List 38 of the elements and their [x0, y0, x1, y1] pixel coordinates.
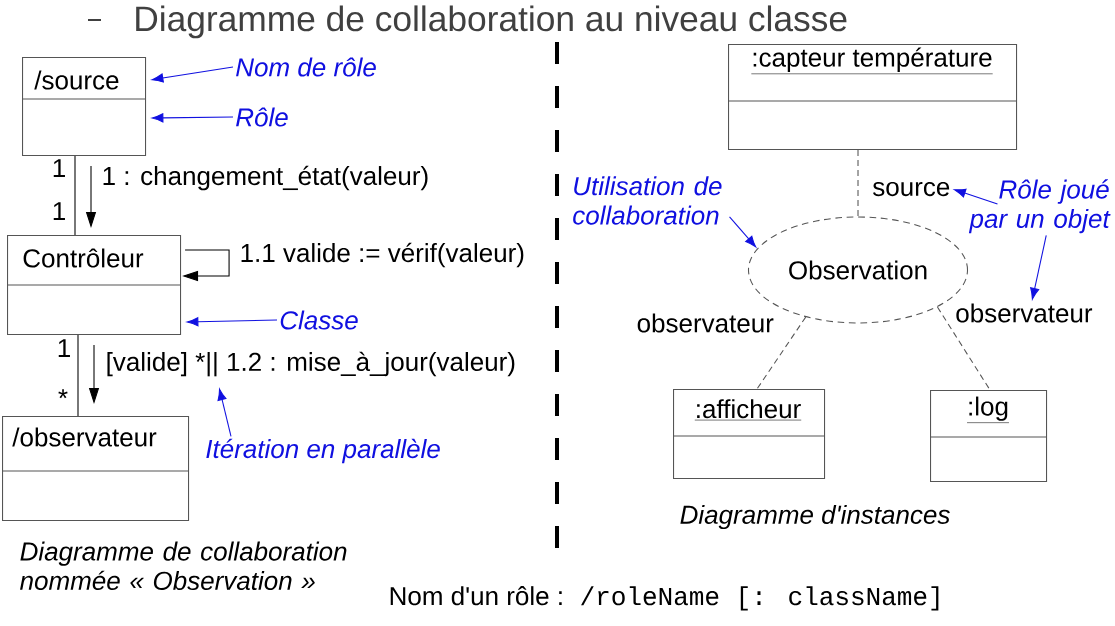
- leader-arrow: [217, 388, 232, 437]
- multiplicity: *: [58, 389, 68, 399]
- class-box: :afficheur: [672, 389, 826, 480]
- leader-arrow: [1030, 234, 1047, 300]
- note-text: Nom d'un rôle :: [390, 586, 562, 606]
- leader-arrow: [151, 66, 234, 83]
- multiplicity: 1: [53, 159, 65, 177]
- role-label: observateur: [635, 312, 776, 334]
- annotation-text: Nom de rôle: [236, 57, 376, 77]
- class-box: /source: [21, 57, 147, 157]
- leader-arrow: [954, 188, 998, 205]
- leader-arrow: [729, 216, 757, 248]
- annotation-text: Rôle: [236, 107, 288, 127]
- role-label: source: [873, 181, 950, 197]
- class-box: :log: [929, 390, 1048, 483]
- role-label: observateur: [956, 303, 1093, 323]
- annotation-text: Utilisation de collaboration: [573, 176, 722, 225]
- message-label: [valide] *|| 1.2 : mise_à_jour(valeur): [104, 350, 518, 378]
- code-text: /roleName [: className]: [581, 586, 939, 611]
- link-line: [77, 334, 79, 417]
- leader-arrow: [151, 113, 234, 123]
- class-box: Contrôleur: [6, 235, 182, 336]
- class-box: :capteur température: [727, 44, 1018, 151]
- dashed-line: [936, 306, 991, 391]
- annotation-text: Itération en parallèle: [206, 438, 440, 464]
- annotation-text: Classe: [280, 310, 358, 330]
- message-label: 1.1 valide := vérif(valeur): [238, 241, 527, 269]
- caption: Diagramme d'instances: [680, 504, 950, 530]
- annotation-text: Rôle joué par un objet: [968, 179, 1111, 234]
- class-box: /observateur: [1, 416, 190, 522]
- leader-arrow: [186, 317, 278, 327]
- dashed-line: [756, 316, 807, 390]
- dashed-line: [857, 149, 859, 217]
- multiplicity: 1: [58, 339, 70, 357]
- link-line: [74, 155, 76, 236]
- multiplicity: 1: [53, 202, 65, 220]
- title: Diagramme de collaboration au niveau classe: [136, 5, 847, 39]
- message-label: 1 : changement_état(valeur): [100, 164, 431, 192]
